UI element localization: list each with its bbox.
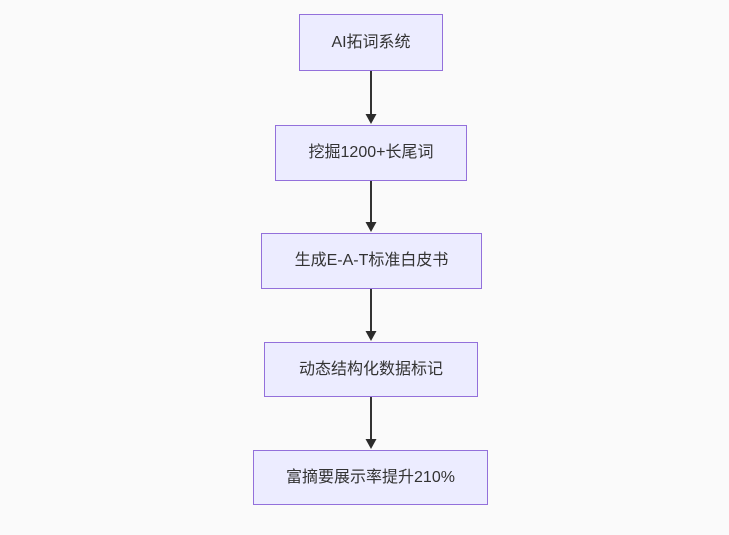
flow-node-label: AI拓词系统 bbox=[331, 33, 411, 51]
arrow-a-to-b bbox=[365, 71, 377, 124]
flow-node-label: 生成E-A-T标准白皮书 bbox=[294, 252, 449, 270]
flow-node-rich-snippet-result: 富摘要展示率提升210% bbox=[253, 450, 488, 505]
flow-node-structured-data-markup: 动态结构化数据标记 bbox=[264, 342, 478, 397]
arrow-c-to-d bbox=[365, 289, 377, 341]
arrow-d-to-e bbox=[365, 397, 377, 449]
flow-node-longtail-mining: 挖掘1200+长尾词 bbox=[275, 125, 467, 181]
flow-node-eat-whitepaper: 生成E-A-T标准白皮书 bbox=[261, 233, 482, 289]
flow-node-label: 动态结构化数据标记 bbox=[298, 360, 443, 378]
flow-node-label: 挖掘1200+长尾词 bbox=[308, 144, 434, 162]
flow-node-ai-keyword-system: AI拓词系统 bbox=[299, 14, 443, 71]
arrow-b-to-c bbox=[365, 181, 377, 232]
flow-node-label: 富摘要展示率提升210% bbox=[286, 468, 455, 486]
